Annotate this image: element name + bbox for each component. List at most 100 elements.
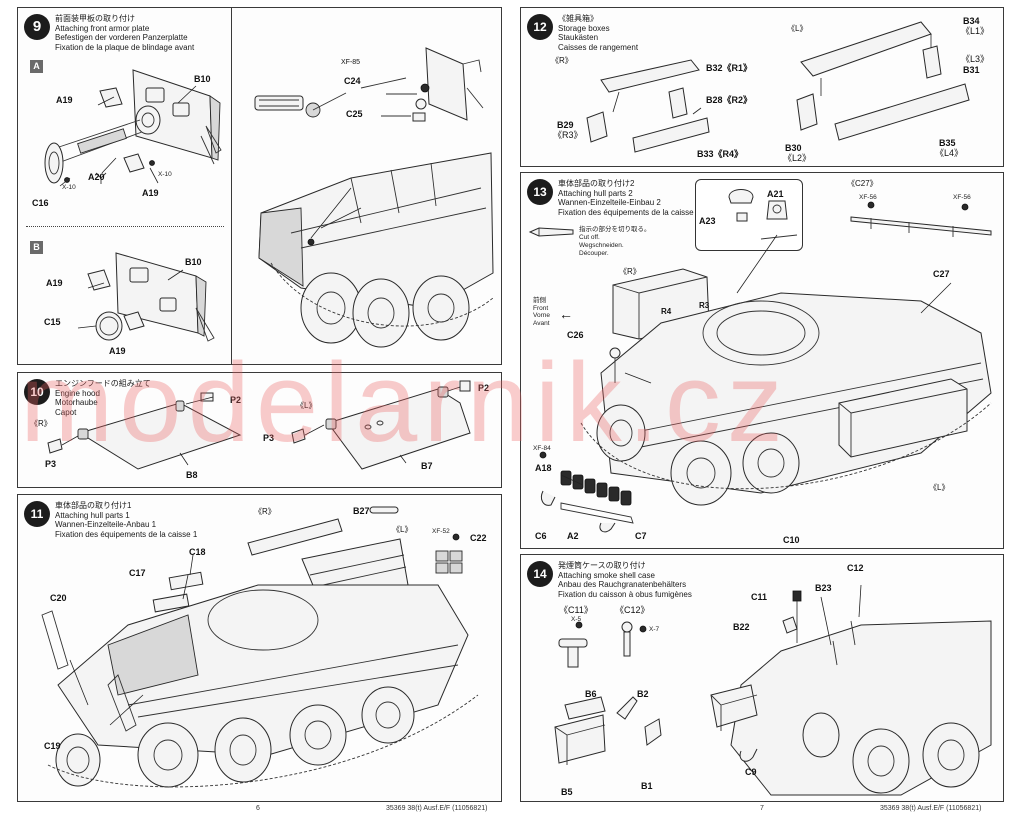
- part-c27: C27: [933, 269, 950, 279]
- cut-note-en: Cut off.: [579, 234, 600, 241]
- step-13-number: 13: [527, 179, 553, 205]
- part-p2-b: P2: [478, 383, 490, 393]
- step-14-title: 発煙筒ケースの取り付け Attaching smoke shell case A…: [558, 561, 692, 599]
- variant-b-tag: B: [30, 241, 43, 254]
- footer-left-page: 6: [256, 805, 260, 812]
- step-13-title-jp: 車体部品の取り付け2: [558, 179, 635, 188]
- part-b28: B28《R2》: [706, 95, 753, 105]
- step-14-title-de: Anbau des Rauchgranatenbehälters: [558, 580, 687, 589]
- step-9-divider: [231, 8, 232, 364]
- part-c11: C11: [751, 592, 768, 602]
- tag-c12: 《C12》: [615, 605, 650, 615]
- part-a21: A21: [767, 189, 784, 199]
- step-9-title-de: Befestigen der vorderen Panzerplatte: [55, 33, 188, 42]
- part-l3: 《L3》: [961, 54, 990, 64]
- step-14-title-fr: Fixation du caisson à obus fumigènes: [558, 589, 692, 599]
- knife-icon: [528, 227, 574, 237]
- part-c9: C9: [745, 767, 757, 777]
- part-b6: B6: [585, 689, 597, 699]
- part-b33: B33《R4》: [697, 149, 744, 159]
- front-en: Front: [533, 304, 549, 312]
- part-c22: C22: [470, 533, 487, 543]
- hull-parts-2-drawing: [539, 189, 992, 533]
- step-10-panel: 10 エンジンフードの組み立て Engine hood Motorhaube C…: [17, 372, 502, 488]
- part-b32: B32《R1》: [706, 63, 753, 73]
- step-9-title-fr: Fixation de la plaque de blindage avant: [55, 42, 195, 52]
- part-l2: 《L2》: [783, 153, 812, 163]
- box-r3-mark: R3: [699, 301, 710, 310]
- step-11-title-fr: Fixation des équipements de la caisse 1: [55, 529, 198, 539]
- part-c24: C24: [344, 76, 361, 86]
- part-c12: C12: [847, 563, 864, 573]
- paint-x10-a: X-10: [62, 184, 76, 191]
- paint-x5: X-5: [571, 616, 582, 623]
- part-c10: C10: [783, 535, 800, 545]
- part-b35: B35: [939, 138, 956, 148]
- front-jp: 前側: [533, 297, 546, 304]
- step-9-panel: 9 前面装甲板の取り付け Attaching front armor plate…: [17, 7, 502, 365]
- engine-hood-drawing: [47, 380, 471, 470]
- step-10-number: 10: [24, 379, 50, 405]
- part-c19: C19: [44, 741, 61, 751]
- part-p3-b: P3: [263, 433, 275, 443]
- cut-note-jp: 指示の部分を切り取る。: [579, 226, 651, 233]
- step-10-title-jp: エンジンフードの組み立て: [55, 379, 151, 388]
- paint-x10-b: X-10: [158, 171, 172, 178]
- part-c17: C17: [129, 568, 146, 578]
- part-b29: B29: [557, 120, 574, 130]
- part-c26: C26: [567, 330, 584, 340]
- part-r3: 《R3》: [553, 130, 583, 140]
- cut-note-fr: Découper.: [579, 250, 609, 257]
- front-fr: Avant: [533, 319, 550, 327]
- step-13-title-fr: Fixation des équipements de la caisse 2: [558, 207, 701, 217]
- part-b1: B1: [641, 781, 653, 791]
- part-b2: B2: [637, 689, 649, 699]
- step-10-title: エンジンフードの組み立て Engine hood Motorhaube Capo…: [55, 379, 151, 417]
- side-l-11: 《L》: [392, 525, 413, 534]
- front-arrow-icon: ←: [559, 306, 573, 322]
- part-b5: B5: [561, 787, 573, 797]
- step-12-title-en: Storage boxes: [558, 23, 610, 33]
- part-c6: C6: [535, 531, 547, 541]
- smoke-case-drawing: [554, 584, 992, 796]
- part-a2: A2: [567, 531, 579, 541]
- part-p3-a: P3: [45, 459, 57, 469]
- side-r-13: 《R》: [619, 267, 641, 276]
- step-13-title: 車体部品の取り付け2 Attaching hull parts 2 Wannen…: [558, 179, 700, 217]
- paint-xf56-b: XF-56: [953, 194, 971, 201]
- side-l-10: 《L》: [296, 401, 317, 410]
- part-a19-b: A19: [46, 278, 63, 288]
- step-11-title-de: Wannen-Einzelteile-Anbau 1: [55, 520, 157, 529]
- part-c25: C25: [346, 109, 363, 119]
- step-11-title-en: Attaching hull parts 1: [55, 510, 130, 520]
- side-l-13: 《L》: [929, 483, 950, 492]
- paint-xf52: XF-52: [432, 528, 450, 535]
- part-c16: C16: [32, 198, 49, 208]
- step-10-title-de: Motorhaube: [55, 398, 98, 407]
- part-a19-b-bottom: A19: [109, 346, 126, 356]
- paint-xf85: XF-85: [341, 59, 361, 66]
- side-r-12: 《R》: [551, 56, 573, 65]
- armor-plate-b-drawing: [77, 252, 215, 342]
- part-b10-b: B10: [185, 257, 202, 267]
- step-14-title-jp: 発煙筒ケースの取り付け: [558, 561, 646, 570]
- part-c15: C15: [44, 317, 61, 327]
- part-a19-bottom: A19: [142, 188, 159, 198]
- armor-plate-a-drawing: [44, 69, 222, 187]
- step-12-title: 《雑具箱》 Storage boxes Staukästen Caisses d…: [558, 14, 638, 52]
- step-9-title-en: Attaching front armor plate: [55, 23, 150, 33]
- step-11-panel: 11 車体部品の取り付け1 Attaching hull parts 1 Wan…: [17, 494, 502, 802]
- part-b27: B27: [353, 506, 370, 516]
- front-de: Vorne: [533, 312, 550, 319]
- step-10-title-fr: Capot: [55, 407, 77, 417]
- step-10-title-en: Engine hood: [55, 388, 100, 398]
- step-12-title-jp: 《雑具箱》: [558, 14, 598, 23]
- hull-front-drawing: [254, 47, 494, 348]
- footer-right-code: 35369 38(t) Ausf.E/F (11056821): [880, 805, 982, 812]
- step-14-title-en: Attaching smoke shell case: [558, 570, 655, 580]
- cut-note: 指示の部分を切り取る。 Cut off. Wegschneiden. Décou…: [579, 226, 651, 258]
- part-b23: B23: [815, 583, 832, 593]
- side-r-11: 《R》: [254, 507, 276, 516]
- step-12-panel: 12 《雑具箱》 Storage boxes Staukästen Caisse…: [520, 7, 1004, 167]
- part-b7: B7: [421, 461, 433, 471]
